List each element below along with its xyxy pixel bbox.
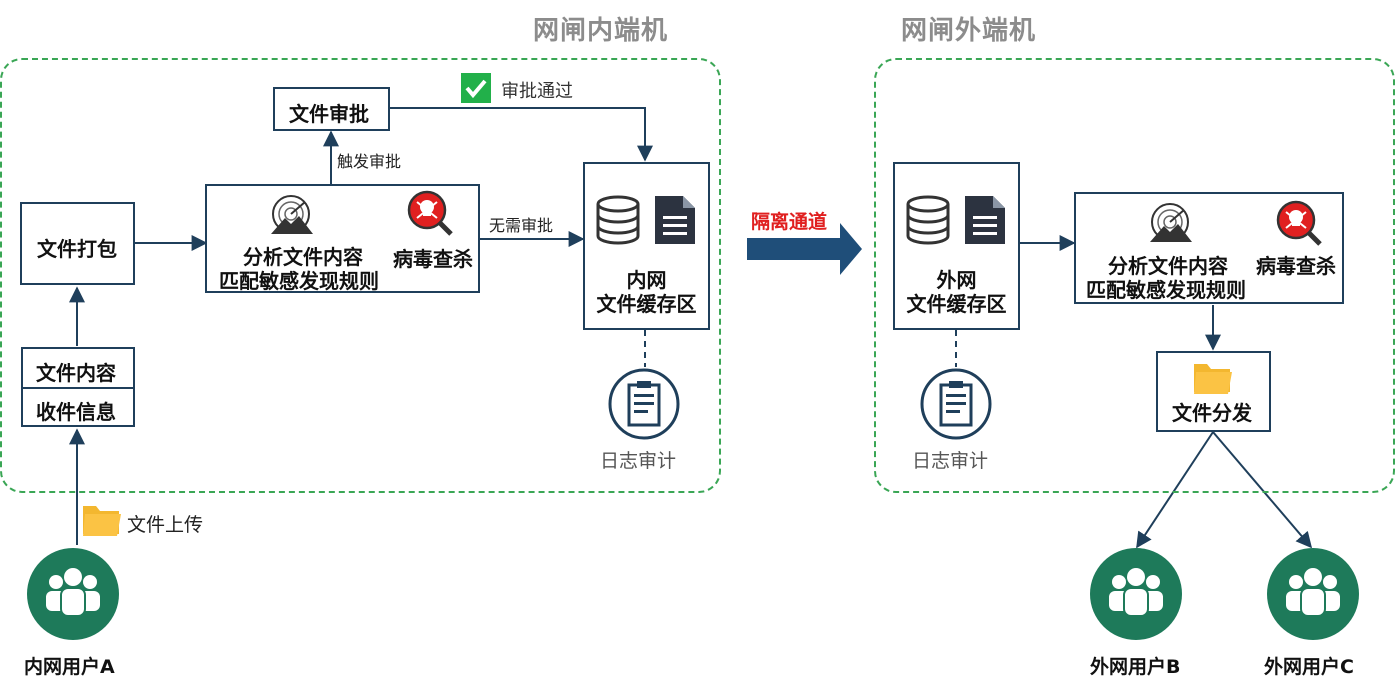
outer-cache-line2: 文件缓存区 — [906, 292, 1007, 316]
virus-scan-icon — [407, 190, 453, 236]
document-icon — [965, 196, 1005, 244]
distribute-box: 文件分发 — [1156, 351, 1271, 432]
inner-cache-line2: 文件缓存区 — [596, 292, 697, 316]
content-box: 文件内容 收件信息 — [21, 347, 135, 427]
inner-zone — [0, 58, 721, 493]
channel-arrow — [747, 223, 862, 275]
arrow-approved — [390, 107, 653, 162]
outer-log-icon — [920, 368, 992, 440]
inner-cache-line1: 内网 — [626, 268, 667, 292]
approval-box: 文件审批 — [273, 87, 390, 131]
folder-icon — [83, 506, 121, 536]
database-icon — [596, 195, 640, 245]
pack-box: 文件打包 — [20, 202, 135, 285]
no-approval-label: 无需审批 — [489, 216, 554, 235]
outer-virus-label: 病毒查杀 — [1256, 254, 1336, 278]
outer-zone-title: 网闸外端机 — [901, 16, 1037, 46]
user-group-icon-a — [27, 548, 119, 640]
user-group-icon-b — [1090, 548, 1182, 640]
inner-cache-box: 内网 文件缓存区 — [583, 162, 710, 330]
approved-label: 审批通过 — [501, 81, 573, 102]
check-icon — [461, 73, 491, 103]
content-divider — [23, 387, 133, 389]
outer-analyze-box: 分析文件内容 匹配敏感发现规则 病毒查杀 — [1074, 192, 1344, 304]
outer-cache-line1: 外网 — [936, 268, 977, 292]
inner-virus-label: 病毒查杀 — [393, 247, 473, 271]
database-icon — [906, 195, 950, 245]
user-b-label: 外网用户B — [1090, 656, 1181, 678]
trigger-label: 触发审批 — [337, 152, 402, 171]
outer-cache-box: 外网 文件缓存区 — [893, 162, 1020, 330]
content-label: 文件内容 — [36, 361, 116, 385]
inner-analyze-box: 分析文件内容 匹配敏感发现规则 病毒查杀 — [205, 184, 480, 293]
outer-analyze-line2: 匹配敏感发现规则 — [1086, 278, 1246, 302]
outer-zone — [874, 58, 1395, 493]
inner-analyze-line1: 分析文件内容 — [243, 245, 363, 269]
virus-scan-icon — [1276, 200, 1322, 246]
folder-icon — [1194, 364, 1232, 394]
radar-icon — [271, 195, 313, 234]
pack-label: 文件打包 — [37, 237, 117, 261]
outer-log-label: 日志审计 — [912, 450, 989, 472]
recipient-label: 收件信息 — [36, 400, 116, 424]
outer-analyze-line1: 分析文件内容 — [1108, 254, 1228, 278]
distribute-label: 文件分发 — [1172, 401, 1252, 425]
inner-analyze-line2: 匹配敏感发现规则 — [219, 269, 379, 293]
upload-label: 文件上传 — [127, 514, 204, 536]
radar-icon — [1150, 203, 1192, 242]
inner-zone-title: 网闸内端机 — [533, 16, 669, 46]
inner-log-label: 日志审计 — [600, 450, 677, 472]
user-group-icon-c — [1267, 548, 1359, 640]
arrow-to-user-c — [1212, 431, 1313, 549]
inner-log-icon — [608, 368, 680, 440]
user-c-label: 外网用户C — [1264, 656, 1354, 678]
arrow-to-user-b — [1136, 431, 1214, 549]
channel-label: 隔离通道 — [751, 211, 828, 233]
document-icon — [655, 196, 695, 244]
approval-label: 文件审批 — [289, 102, 369, 126]
user-a-label: 内网用户A — [24, 656, 115, 678]
